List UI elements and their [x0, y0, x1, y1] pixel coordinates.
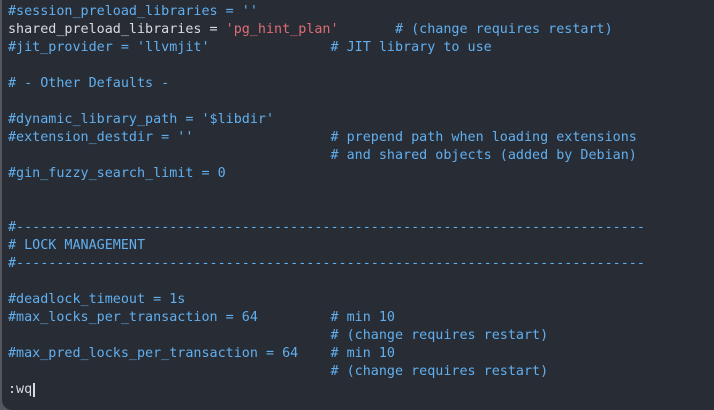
config-line: # LOCK MANAGEMENT — [8, 237, 714, 255]
text-segment: # and shared objects (added by Debian) — [8, 148, 637, 163]
text-segment: #max_pred_locks_per_transaction = 64 # m… — [8, 346, 395, 361]
text-segment: shared_preload_libraries = — [8, 22, 226, 37]
terminal-output: #session_preload_libraries = '' shared_pr… — [8, 3, 714, 381]
text-segment: # LOCK MANAGEMENT — [8, 238, 146, 253]
config-line: shared_preload_libraries = 'pg_hint_plan… — [8, 21, 714, 39]
text-segment: #---------------------------------------… — [8, 256, 645, 271]
config-line: #extension_destdir = '' # prepend path w… — [8, 129, 714, 147]
config-line — [8, 57, 714, 75]
text-segment: # (change requires restart) — [338, 22, 613, 37]
text-segment: # (change requires restart) — [8, 328, 549, 343]
text-segment: #deadlock_timeout = 1s — [8, 292, 186, 307]
vim-command-text: :wq — [8, 382, 33, 397]
text-segment: # (change requires restart) — [8, 364, 549, 379]
text-segment: #jit_provider = 'llvmjit' # JIT library … — [8, 40, 492, 55]
config-line: # - Other Defaults - — [8, 75, 714, 93]
config-line — [8, 93, 714, 111]
config-line: #---------------------------------------… — [8, 219, 714, 237]
text-segment: #---------------------------------------… — [8, 220, 645, 235]
config-line: # and shared objects (added by Debian) — [8, 147, 714, 165]
config-line — [8, 183, 714, 201]
config-line: #max_pred_locks_per_transaction = 64 # m… — [8, 345, 714, 363]
config-line: # (change requires restart) — [8, 363, 714, 381]
text-segment: #gin_fuzzy_search_limit = 0 — [8, 166, 226, 181]
text-segment: # - Other Defaults - — [8, 76, 170, 91]
config-line — [8, 273, 714, 291]
config-line: #session_preload_libraries = '' — [8, 3, 714, 21]
config-line: # (change requires restart) — [8, 327, 714, 345]
config-line: #jit_provider = 'llvmjit' # JIT library … — [8, 39, 714, 57]
config-line: #---------------------------------------… — [8, 255, 714, 273]
config-line: #gin_fuzzy_search_limit = 0 — [8, 165, 714, 183]
text-cursor — [33, 383, 36, 397]
text-segment: #extension_destdir = '' # prepend path w… — [8, 130, 637, 145]
text-segment: #session_preload_libraries = '' — [8, 4, 258, 19]
text-segment: #max_locks_per_transaction = 64 # min 10 — [8, 310, 395, 325]
config-line: #dynamic_library_path = '$libdir' — [8, 111, 714, 129]
config-line: #max_locks_per_transaction = 64 # min 10 — [8, 309, 714, 327]
vim-command-line[interactable]: :wq — [8, 381, 714, 399]
config-line — [8, 201, 714, 219]
config-line: #deadlock_timeout = 1s — [8, 291, 714, 309]
text-segment: 'pg_hint_plan' — [225, 22, 339, 37]
text-segment: #dynamic_library_path = '$libdir' — [8, 112, 275, 127]
